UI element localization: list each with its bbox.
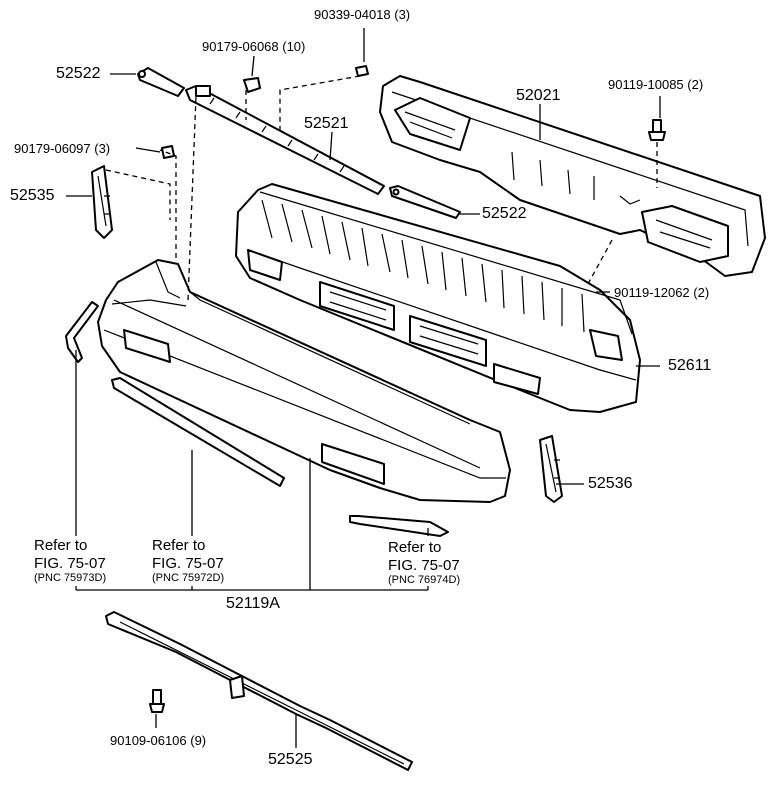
label-90119-12062: 90119-12062 (2) (614, 285, 710, 300)
absorber-52611[interactable] (235, 183, 641, 413)
label-90119-10085: 90119-10085 (2) (608, 77, 704, 92)
leader-lines (66, 28, 661, 748)
label-52536: 52536 (588, 475, 633, 492)
label-52521: 52521 (304, 115, 349, 132)
label-52525: 52525 (268, 751, 313, 768)
reference-fig-2[interactable]: FIG. 75-07 (152, 555, 224, 572)
moulding-lower[interactable] (111, 377, 285, 487)
reference-fig-1[interactable]: FIG. 75-07 (34, 555, 106, 572)
reference-refer-3: Refer to (388, 539, 442, 556)
bracket-52522-top[interactable] (137, 67, 185, 97)
support-52535[interactable] (91, 165, 113, 239)
reference-pnc-2: (PNC 75972D) (152, 572, 225, 584)
assembly-lines (105, 75, 361, 301)
bumper-cover-52119a[interactable] (97, 259, 511, 503)
label-52535: 52535 (10, 187, 55, 204)
support-52536[interactable] (539, 435, 563, 503)
retainer-52521[interactable] (185, 85, 385, 195)
reinforcement-52021[interactable] (379, 75, 766, 277)
label-90109-06106: 90109-06106 (9) (110, 733, 207, 748)
bolt-90119-10085[interactable] (648, 119, 666, 188)
label-52611: 52611 (668, 357, 712, 374)
reference-fig-3[interactable]: FIG. 75-07 (388, 557, 460, 574)
reference-refer-2: Refer to (152, 537, 206, 554)
clip-90339-04018[interactable] (355, 65, 369, 77)
reference-pnc-1: (PNC 75973D) (34, 572, 107, 584)
label-90179-06097: 90179-06097 (3) (14, 141, 111, 156)
bolt-90109-06106[interactable] (149, 689, 165, 713)
clip-90179-06068[interactable] (243, 77, 261, 93)
label-52522-top: 52522 (56, 65, 101, 82)
label-90179-06068: 90179-06068 (10) (202, 39, 306, 54)
label-52021: 52021 (516, 87, 561, 104)
label-52522-mid: 52522 (482, 205, 527, 222)
label-90339-04018: 90339-04018 (3) (314, 7, 411, 22)
bracket-52522-mid[interactable] (389, 185, 461, 219)
clip-90179-06097[interactable] (161, 145, 175, 159)
reference-pnc-3: (PNC 76974D) (388, 574, 461, 586)
reference-refer-1: Refer to (34, 537, 88, 554)
reinforcement-52525[interactable] (105, 611, 413, 771)
moulding-right[interactable] (349, 515, 449, 537)
moulding-left[interactable] (65, 301, 99, 363)
label-52119a: 52119A (226, 595, 280, 612)
